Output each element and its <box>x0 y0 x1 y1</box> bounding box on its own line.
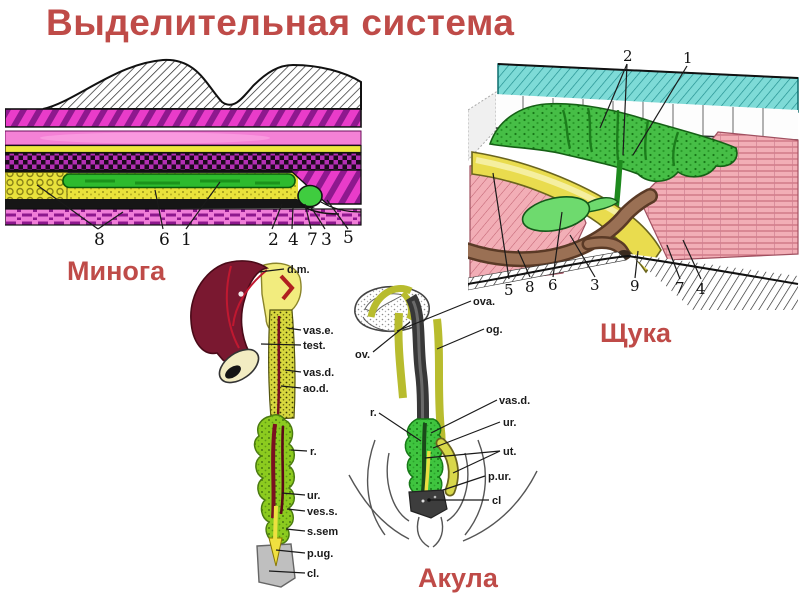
lamprey-figure: 8 6 1 2 4 7 3 5 <box>5 58 362 250</box>
anatomy-label: cl. <box>307 568 319 580</box>
anatomy-label: p.ur. <box>488 471 511 483</box>
pike-caption: Щука <box>600 318 672 348</box>
pike-leader-lines-bottom <box>492 172 702 280</box>
anatomy-label: ov. <box>355 349 370 361</box>
anatomy-label: test. <box>303 340 326 352</box>
shark-caption: Акула <box>418 563 498 593</box>
anatomy-label: cl <box>492 495 501 507</box>
callout-number: 7 <box>675 279 685 297</box>
callout-number: 1 <box>181 230 192 250</box>
callout-number: 8 <box>525 278 535 296</box>
page-title: Выделительная система <box>46 2 515 43</box>
anatomy-label: ur. <box>503 417 516 429</box>
callout-number: 4 <box>288 230 299 250</box>
lamprey-caption: Минога <box>67 256 166 286</box>
anatomy-label: r. <box>310 446 317 458</box>
anatomy-label: r. <box>370 407 377 419</box>
anatomy-label: ur. <box>307 490 320 502</box>
anatomy-label: og. <box>486 324 503 336</box>
callout-number: 4 <box>696 280 706 298</box>
anatomy-label: vas.d. <box>303 367 334 379</box>
callout-number: 5 <box>504 281 514 299</box>
callout-number: 1 <box>683 49 693 67</box>
callout-number: 6 <box>159 230 170 250</box>
anatomy-label: ut. <box>503 446 516 458</box>
pike-figure: 2 1 5 8 6 3 9 7 4 <box>468 48 799 310</box>
pike-leader-lines-top <box>599 63 688 156</box>
shark-female-figure: ova. og. ov. r. vas.d. ur. ut. p.ur. cl <box>348 285 538 548</box>
shark-male-figure: d.m. vas.e. test. vas.d. ao.d. r. ur. ve… <box>190 260 338 588</box>
anatomy-label: vas.e. <box>303 325 334 337</box>
anatomy-label: vas.d. <box>499 395 530 407</box>
anatomy-label: ao.d. <box>303 383 329 395</box>
callout-number: 2 <box>268 230 279 250</box>
callout-number: 5 <box>343 228 354 248</box>
callout-number: 3 <box>590 276 600 294</box>
callout-number: 2 <box>623 48 633 65</box>
shark-female-leader-lines <box>372 300 501 501</box>
anatomy-label: ova. <box>473 296 495 308</box>
callout-number: 8 <box>94 230 105 250</box>
callout-number: 9 <box>630 277 640 295</box>
callout-number: 3 <box>321 230 332 250</box>
anatomy-label: ves.s. <box>307 506 338 518</box>
shark-male-leader-lines <box>258 268 308 574</box>
anatomy-label: p.ug. <box>307 548 333 560</box>
lamprey-leader-lines <box>36 181 349 230</box>
anatomy-label: d.m. <box>287 264 310 276</box>
callout-number: 7 <box>307 230 318 250</box>
anatomy-label: s.sem <box>307 526 338 538</box>
callout-number: 6 <box>548 276 558 294</box>
